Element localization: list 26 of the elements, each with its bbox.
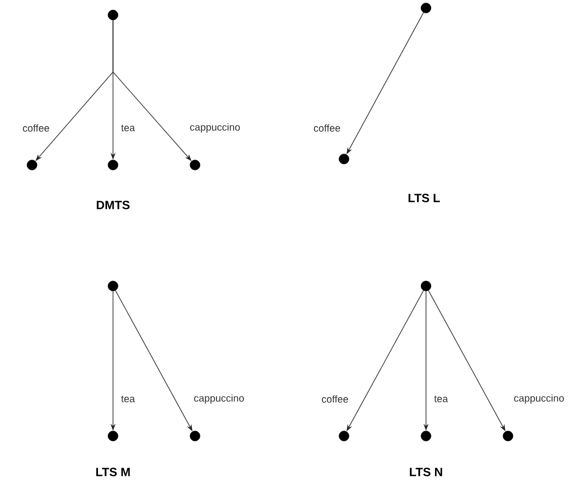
state-dot bbox=[420, 280, 432, 292]
panel-title: LTS N bbox=[410, 468, 442, 476]
state-dot bbox=[420, 430, 432, 442]
state-dot bbox=[108, 280, 118, 292]
state-dot bbox=[108, 160, 118, 170]
panel-title: DMTS bbox=[96, 200, 130, 210]
state-dot bbox=[108, 430, 118, 442]
edge-label: cappuccino bbox=[188, 122, 242, 134]
edge-label: tea bbox=[120, 394, 136, 404]
edge-label: coffee bbox=[320, 394, 350, 404]
edge-label: tea bbox=[433, 394, 449, 404]
edge-label: coffee bbox=[21, 123, 51, 133]
edge-label: cappuccino bbox=[192, 393, 246, 405]
edge-label: cappuccino bbox=[512, 393, 566, 405]
state-dot bbox=[338, 430, 350, 442]
state-dot bbox=[26, 160, 38, 170]
edge-label: coffee bbox=[312, 123, 342, 133]
state-dot bbox=[420, 2, 432, 14]
edge-label: tea bbox=[120, 124, 136, 132]
panel-title: LTS M bbox=[96, 468, 130, 476]
state-dot bbox=[338, 154, 350, 164]
state-dot bbox=[108, 10, 118, 20]
state-dot bbox=[190, 160, 200, 170]
state-dot bbox=[502, 430, 514, 442]
panel-title: LTS L bbox=[408, 194, 440, 202]
state-dot bbox=[190, 430, 200, 442]
